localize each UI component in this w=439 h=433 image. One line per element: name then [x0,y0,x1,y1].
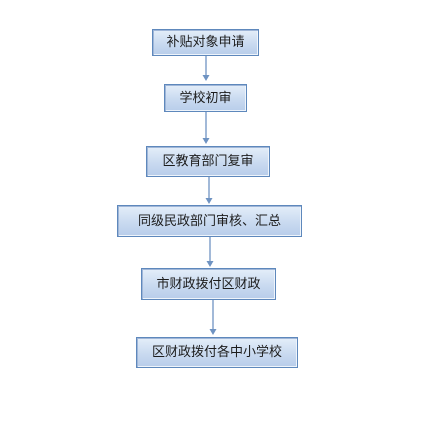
arrow-step3-to-step4 [205,177,213,204]
step-label: 区教育部门复审 [162,154,254,169]
step-box-school-initial-review: 学校初审 [164,84,247,112]
step-label: 区财政拨付各中小学校 [151,345,282,360]
step-box-district-finance-to-schools: 区财政拨付各中小学校 [136,337,298,368]
step-label: 学校初审 [179,90,232,106]
step-box-civil-affairs-audit: 同级民政部门审核、汇总 [117,205,302,237]
arrow-step2-to-step3 [202,112,210,144]
step-label: 补贴对象申请 [166,35,245,50]
step-label: 同级民政部门审核、汇总 [137,213,281,229]
arrow-step5-to-step6 [209,300,217,335]
arrow-step4-to-step5 [206,237,214,267]
step-box-district-education-review: 区教育部门复审 [146,146,270,177]
arrow-step1-to-step2 [202,56,210,81]
step-box-city-finance-allocation: 市财政拨付区财政 [141,268,276,300]
step-label: 市财政拨付区财政 [156,276,261,292]
step-box-subsidy-application: 补贴对象申请 [152,29,259,56]
